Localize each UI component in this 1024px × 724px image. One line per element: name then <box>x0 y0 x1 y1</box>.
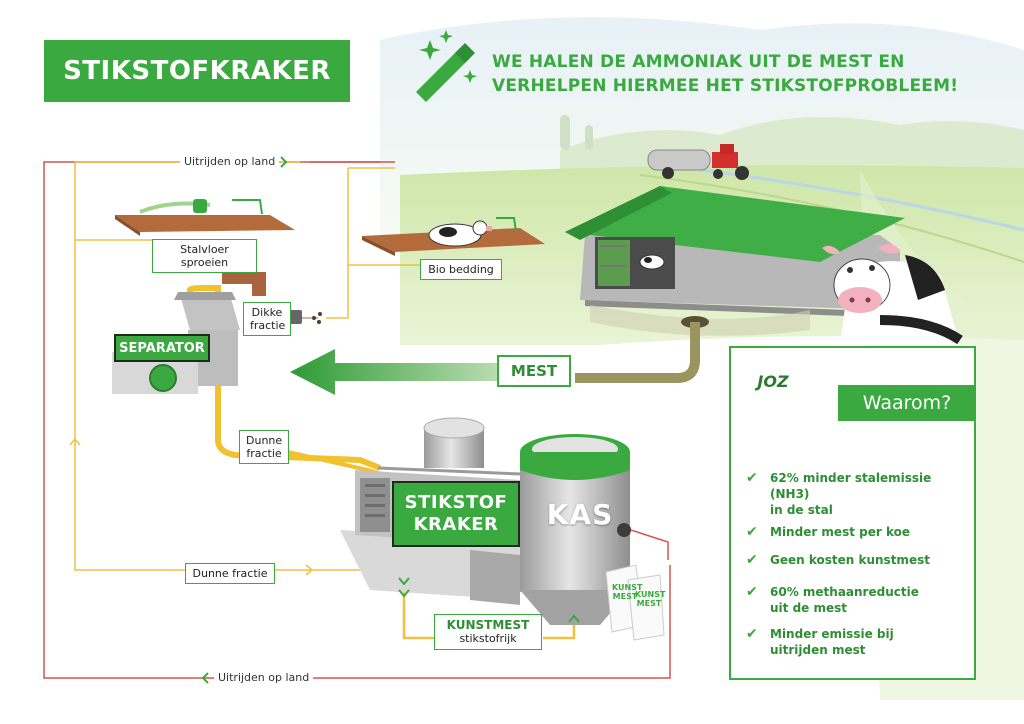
reason-4-line-2: uit de mest <box>770 601 847 615</box>
list-item: ✔ 60% methaanreductie uit de mest <box>746 584 968 616</box>
arrow-down-icon <box>398 577 410 598</box>
dikke-fractie-line-2: fractie <box>250 319 286 332</box>
mest-label: MEST <box>497 355 571 387</box>
kunstmest-subtitle: stikstofrijk <box>459 632 517 645</box>
headline: WE HALEN DE AMMONIAK UIT DE MEST EN VERH… <box>492 50 962 98</box>
mest-arrow <box>290 349 497 395</box>
bag-2-line-2: MEST <box>636 599 662 608</box>
joz-logo-text: JOZ <box>757 372 789 391</box>
uitrijden-bottom-label: Uitrijden op land <box>214 671 314 684</box>
kraker-line-1: STIKSTOF <box>404 492 508 513</box>
check-icon: ✔ <box>746 470 758 486</box>
kas-tank <box>520 434 669 625</box>
reason-1-line-1: 62% minder stalemissie (NH3) <box>770 471 932 501</box>
headline-line-2: VERHELPEN HIERMEE HET STIKSTOFPROBLEEM! <box>492 76 959 96</box>
kunstmest-title: KUNSTMEST <box>446 618 530 632</box>
dunne-fractie-bottom-label: Dunne fractie <box>185 563 275 584</box>
uitrijden-top-label: Uitrijden op land <box>180 155 280 168</box>
waarom-heading: Waarom? <box>838 385 976 421</box>
headline-line-1: WE HALEN DE AMMONIAK UIT DE MEST EN <box>492 52 905 72</box>
list-item: ✔ 62% minder stalemissie (NH3) in de sta… <box>746 470 968 518</box>
stikstofkraker-label: STIKSTOF KRAKER <box>392 481 520 547</box>
arrow-up-icon <box>69 437 580 623</box>
reason-3-line-1: Geen kosten kunstmest <box>770 553 930 567</box>
barn <box>565 186 905 336</box>
dikke-fractie-label: Dikke fractie <box>243 302 291 336</box>
list-item: ✔ Geen kosten kunstmest <box>746 552 968 568</box>
chevron-right-icon <box>280 156 288 168</box>
reason-1-line-2: in de stal <box>770 503 833 517</box>
kraker-line-2: KRAKER <box>413 514 499 535</box>
check-icon: ✔ <box>746 626 758 642</box>
fertilizer-bags <box>605 564 665 641</box>
check-icon: ✔ <box>746 552 758 568</box>
tractor <box>647 144 749 180</box>
reason-5-line-2: uitrijden mest <box>770 643 866 657</box>
floor-sprayer <box>115 199 295 236</box>
magic-wand-icon <box>416 30 477 102</box>
cow-mascot <box>822 243 963 345</box>
bag-1-line-2: MEST <box>612 592 638 601</box>
reason-5-line-1: Minder emissie bij <box>770 627 894 641</box>
waarom-list: ✔ 62% minder stalemissie (NH3) in de sta… <box>746 470 968 658</box>
page-title: STIKSTOFKRAKER <box>44 40 350 102</box>
bag-1-line-1: KUNST <box>612 583 643 592</box>
reason-4-line-1: 60% methaanreductie <box>770 585 919 599</box>
bio-bedding <box>362 217 545 256</box>
bag-1-text: KUNST MEST <box>612 583 643 601</box>
dunne-fractie-line-2: fractie <box>246 447 282 460</box>
list-item: ✔ Minder mest per koe <box>746 524 968 540</box>
separator-label: SEPARATOR <box>114 334 210 362</box>
reason-2-line-1: Minder mest per koe <box>770 525 910 539</box>
check-icon: ✔ <box>746 584 758 600</box>
kunstmest-label: KUNSTMEST stikstofrijk <box>434 614 542 650</box>
chevron-left-icon <box>201 672 209 684</box>
stalvloer-label: Stalvloer sproeien <box>152 239 257 273</box>
dunne-fractie-label: Dunne fractie <box>239 430 289 464</box>
dunne-fractie-line-1: Dunne <box>246 434 283 447</box>
list-item: ✔ Minder emissie bij uitrijden mest <box>746 626 968 658</box>
check-icon: ✔ <box>746 524 758 540</box>
bio-bedding-label: Bio bedding <box>420 259 502 280</box>
kas-label: KAS <box>546 498 614 531</box>
bag-2-line-1: KUNST <box>635 590 666 599</box>
barn-cow <box>639 254 665 270</box>
bag-2-text: KUNST MEST <box>635 590 666 608</box>
dikke-fractie-line-1: Dikke <box>251 306 283 319</box>
